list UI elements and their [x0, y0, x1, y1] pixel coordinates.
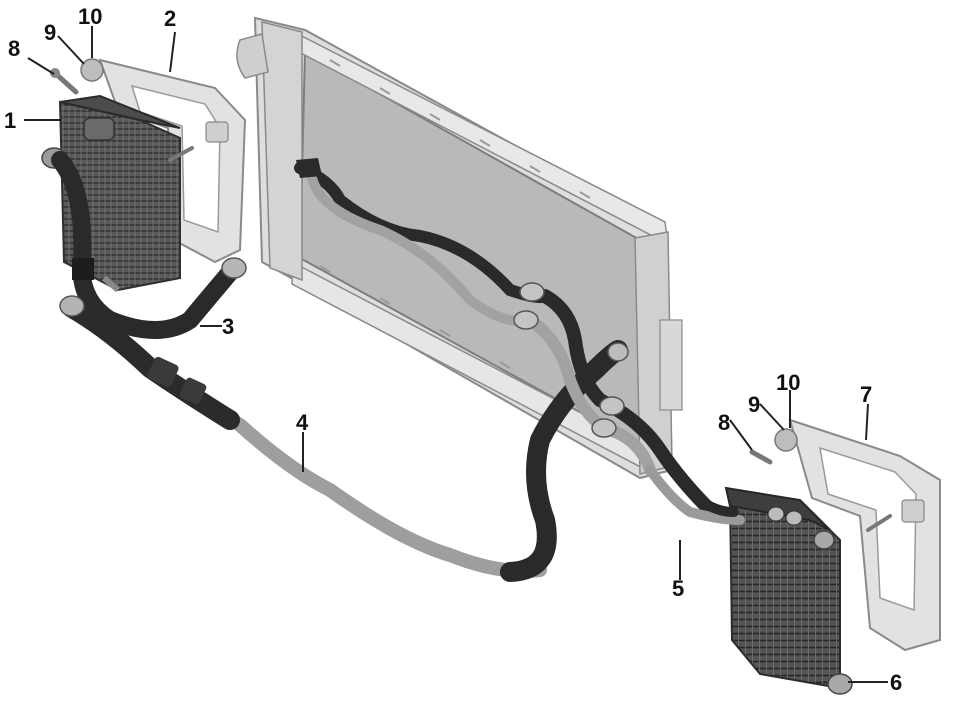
callouts: 1 2 3 4 5 6 7 8 8 9 9 10 10	[4, 4, 902, 695]
leader-lines	[24, 26, 888, 683]
pipe-4	[59, 295, 629, 582]
callout-4: 4	[296, 410, 309, 435]
bolt-left-bracket	[168, 146, 194, 162]
callout-10-right: 10	[776, 370, 800, 395]
callout-9-left: 9	[44, 20, 56, 45]
callout-2: 2	[164, 6, 176, 31]
right-cooler	[724, 486, 853, 695]
bolt-left	[50, 68, 79, 95]
bolt-right	[749, 449, 892, 532]
hose-3	[51, 151, 247, 339]
callout-5: 5	[672, 576, 684, 601]
right-bracket	[774, 418, 941, 652]
callout-1: 1	[4, 108, 16, 133]
callout-8-right: 8	[718, 410, 730, 435]
callout-3: 3	[222, 314, 234, 339]
callout-7: 7	[860, 382, 872, 407]
callout-10-left: 10	[78, 4, 102, 29]
callout-8-left: 8	[8, 36, 20, 61]
radiator-hoses	[294, 158, 717, 517]
callout-6: 6	[890, 670, 902, 695]
hose-5	[645, 465, 745, 525]
callout-9-right: 9	[748, 392, 760, 417]
